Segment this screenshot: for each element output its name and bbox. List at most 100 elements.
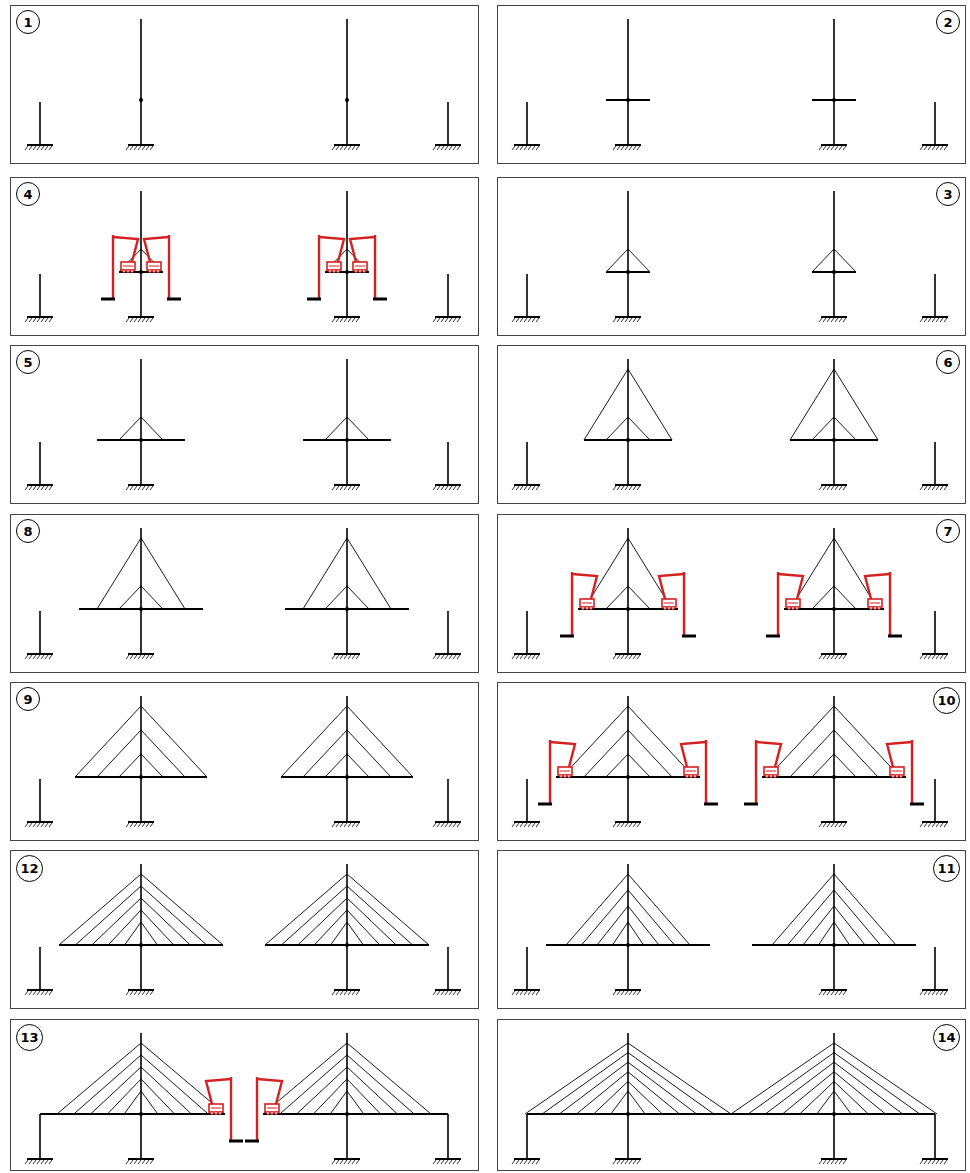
- stay-cable: [834, 586, 856, 609]
- ground-hatch: [924, 318, 927, 322]
- ground-hatch: [344, 655, 347, 659]
- ground-hatch: [150, 823, 153, 827]
- ground-hatch: [142, 991, 145, 995]
- ground-hatch: [928, 318, 931, 322]
- ground-hatch: [29, 655, 32, 659]
- ground-hatch: [37, 823, 40, 827]
- deck: [784, 608, 884, 610]
- ground-hatch: [536, 318, 539, 322]
- ground-hatch: [924, 655, 927, 659]
- ground-hatch: [441, 823, 444, 827]
- side-pier: [934, 947, 936, 990]
- ground-hatch: [449, 1160, 452, 1164]
- ground-hatch: [29, 991, 32, 995]
- ground-hatch: [445, 1160, 448, 1164]
- traveller-cart-line: [870, 603, 880, 604]
- stay-cable: [281, 706, 347, 777]
- traveller-wheel: [127, 270, 130, 273]
- traveller-boom: [319, 237, 344, 262]
- side-pier: [447, 442, 449, 485]
- ground-hatch: [843, 823, 846, 827]
- stay-cable: [59, 874, 141, 945]
- deck-form: [167, 298, 181, 301]
- stage-number: 12: [20, 862, 38, 875]
- ground-hatch: [332, 1160, 335, 1164]
- ground-hatch: [336, 486, 339, 490]
- ground-hatch: [625, 318, 628, 322]
- ground-hatch: [437, 318, 440, 322]
- side-pier: [526, 1114, 528, 1159]
- ground-hatch: [356, 991, 359, 995]
- ground-hatch: [633, 486, 636, 490]
- ground-hatch: [336, 655, 339, 659]
- ground-hatch: [924, 1160, 927, 1164]
- traveller-cart-line: [560, 771, 570, 772]
- traveller-cart-line: [788, 603, 798, 604]
- stage-panel: [498, 515, 966, 673]
- ground-hatch: [356, 318, 359, 322]
- stay-cable: [606, 249, 628, 272]
- stage-number: 11: [937, 862, 955, 875]
- stay-cable: [542, 1053, 628, 1114]
- traveller-cart: [121, 262, 135, 270]
- ground-line: [128, 484, 154, 486]
- ground-hatch: [613, 655, 616, 659]
- ground-hatch: [150, 318, 153, 322]
- stage-panel: [498, 346, 966, 504]
- stay-cable: [834, 754, 856, 777]
- ground-hatch: [441, 486, 444, 490]
- ground-hatch: [532, 655, 535, 659]
- stay-cable: [628, 1043, 731, 1114]
- traveller-hanger: [318, 235, 320, 299]
- ground-hatch: [944, 486, 947, 490]
- ground-hatch: [932, 318, 935, 322]
- ground-hatch: [536, 655, 539, 659]
- ground-hatch: [134, 1160, 137, 1164]
- ground-line: [128, 989, 154, 991]
- ground-hatch: [142, 1160, 145, 1164]
- ground-hatch: [621, 318, 624, 322]
- side-pier: [447, 779, 449, 822]
- ground-line: [334, 1158, 360, 1160]
- ground-hatch: [835, 655, 838, 659]
- ground-hatch: [920, 1160, 923, 1164]
- pylon: [346, 696, 348, 822]
- stay-cable: [584, 730, 628, 777]
- stay-cable: [141, 538, 185, 609]
- ground-hatch: [33, 318, 36, 322]
- traveller-cart: [353, 262, 367, 270]
- stay-cable: [788, 890, 835, 945]
- panel-frame: [11, 851, 479, 1009]
- ground-hatch: [633, 823, 636, 827]
- traveller-boom: [206, 1079, 231, 1104]
- ground-hatch: [138, 1160, 141, 1164]
- deck-form: [910, 803, 924, 806]
- deck: [812, 271, 856, 273]
- stay-cable: [141, 874, 223, 945]
- ground-hatch: [839, 318, 842, 322]
- ground-hatch: [629, 146, 632, 150]
- ground-line: [435, 653, 461, 655]
- ground-hatch: [633, 655, 636, 659]
- ground-line: [334, 821, 360, 823]
- deck-joint: [832, 270, 836, 274]
- deck-joint: [139, 270, 143, 274]
- side-pier: [934, 442, 936, 485]
- stay-cable: [141, 1079, 175, 1114]
- traveller-boom: [572, 574, 597, 599]
- ground-hatch: [441, 991, 444, 995]
- ground-hatch: [633, 1160, 636, 1164]
- ground-line: [615, 484, 641, 486]
- traveller-wheel: [337, 270, 340, 273]
- stay-cable: [347, 249, 369, 272]
- traveller-cart-line: [664, 603, 674, 604]
- deck-joint: [345, 1112, 349, 1116]
- ground-hatch: [827, 991, 830, 995]
- traveller-cart-line: [582, 603, 592, 604]
- ground-line: [514, 144, 540, 146]
- ground-hatch: [516, 1160, 519, 1164]
- ground-hatch: [45, 991, 48, 995]
- stay-cable: [347, 886, 413, 945]
- deck: [606, 271, 650, 273]
- stay-cable: [141, 730, 185, 777]
